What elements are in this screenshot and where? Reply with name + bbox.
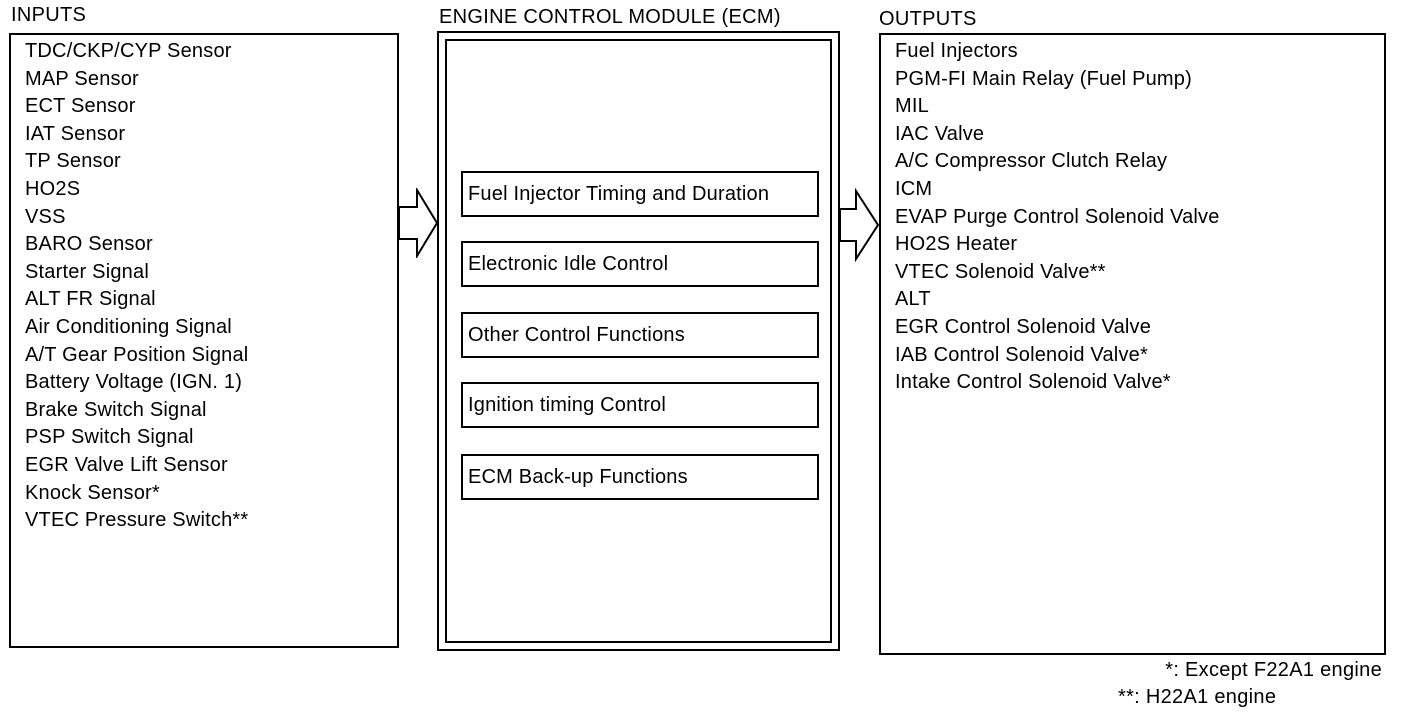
outputs-panel: Fuel Injectors PGM-FI Main Relay (Fuel P… <box>879 33 1386 655</box>
output-item: IAC Valve <box>895 122 985 145</box>
input-item: Battery Voltage (IGN. 1) <box>25 371 243 394</box>
output-item: VTEC Solenoid Valve** <box>895 260 1106 283</box>
output-item: IAB Control Solenoid Valve* <box>895 343 1148 366</box>
ecm-panel: Fuel Injector Timing and Duration Electr… <box>437 31 840 651</box>
outputs-list: Fuel Injectors PGM-FI Main Relay (Fuel P… <box>895 38 1220 397</box>
input-item: TDC/CKP/CYP Sensor <box>25 40 232 62</box>
output-item: EGR Control Solenoid Valve <box>895 315 1152 338</box>
input-item: Starter Signal <box>25 260 149 283</box>
input-item: Knock Sensor* <box>25 481 160 504</box>
input-item: ALT FR Signal <box>25 288 156 311</box>
ecm-function-box: Ignition timing Control <box>461 382 819 428</box>
input-item: EGR Valve Lift Sensor <box>25 453 228 476</box>
input-item: PSP Switch Signal <box>25 426 194 449</box>
input-item: A/T Gear Position Signal <box>25 343 249 366</box>
input-item: MAP Sensor <box>25 67 139 90</box>
input-item: VTEC Pressure Switch** <box>25 509 249 532</box>
ecm-function-box: Electronic Idle Control <box>461 241 819 287</box>
inputs-to-ecm-arrow <box>398 188 439 258</box>
ecm-heading: ENGINE CONTROL MODULE (ECM) <box>439 6 781 28</box>
ecm-to-outputs-arrow <box>839 188 880 262</box>
input-item: VSS <box>25 205 66 228</box>
output-item: HO2S Heater <box>895 233 1018 256</box>
inputs-panel: TDC/CKP/CYP Sensor MAP Sensor ECT Sensor… <box>9 33 399 648</box>
input-item: BARO Sensor <box>25 233 153 256</box>
ecm-inner-border <box>445 39 832 643</box>
output-item: PGM-FI Main Relay (Fuel Pump) <box>895 67 1192 90</box>
output-item: ALT <box>895 288 931 311</box>
input-item: HO2S <box>25 177 81 200</box>
output-item: A/C Compressor Clutch Relay <box>895 150 1168 173</box>
footnote-double-star: **: H22A1 engine <box>1118 686 1277 708</box>
inputs-list: TDC/CKP/CYP Sensor MAP Sensor ECT Sensor… <box>25 38 248 535</box>
inputs-heading: INPUTS <box>11 4 87 26</box>
output-item: EVAP Purge Control Solenoid Valve <box>895 205 1220 228</box>
output-item: Fuel Injectors <box>895 40 1018 62</box>
ecm-function-box: Fuel Injector Timing and Duration <box>461 171 819 217</box>
output-item: Intake Control Solenoid Valve* <box>895 371 1171 394</box>
output-item: MIL <box>895 95 929 118</box>
input-item: Air Conditioning Signal <box>25 315 232 338</box>
input-item: IAT Sensor <box>25 122 126 145</box>
outputs-heading: OUTPUTS <box>879 8 977 30</box>
footnote-single-star: *: Except F22A1 engine <box>1165 659 1382 681</box>
input-item: TP Sensor <box>25 150 121 173</box>
ecm-function-box: ECM Back-up Functions <box>461 454 819 500</box>
input-item: Brake Switch Signal <box>25 398 207 421</box>
output-item: ICM <box>895 177 933 200</box>
input-item: ECT Sensor <box>25 95 136 118</box>
ecm-function-box: Other Control Functions <box>461 312 819 358</box>
